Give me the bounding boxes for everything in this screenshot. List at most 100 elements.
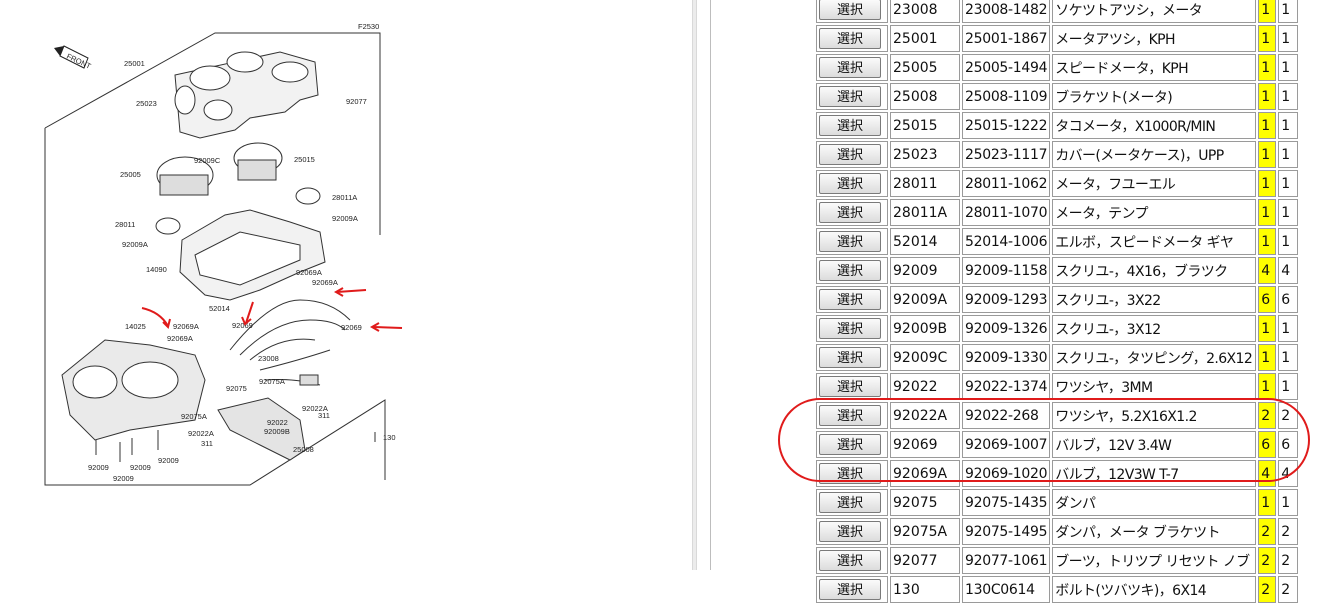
- tachometer-drawing: [233, 142, 283, 181]
- callout-25001: 25001: [124, 59, 145, 68]
- select-button[interactable]: 選択: [819, 57, 881, 78]
- select-button[interactable]: 選択: [819, 347, 881, 368]
- part-name-cell: ダンパ，メータ ブラケツト: [1052, 518, 1257, 545]
- select-button[interactable]: 選択: [819, 144, 881, 165]
- part-number-cell: 92009-1293: [962, 286, 1051, 313]
- quantity-cell: 1: [1258, 228, 1277, 255]
- callout-92069: 92069: [341, 323, 362, 332]
- select-button-cell: 選択: [816, 141, 888, 168]
- select-button[interactable]: 選択: [819, 550, 881, 571]
- quantity-cell: 1: [1258, 112, 1277, 139]
- ref-number-cell: 92069A: [890, 460, 960, 487]
- select-button[interactable]: 選択: [819, 260, 881, 281]
- callout-92075a: 92075A: [259, 377, 285, 386]
- ref-number-cell: 92075: [890, 489, 960, 516]
- quantity-cell: 1: [1258, 199, 1277, 226]
- pane-splitter[interactable]: [692, 0, 697, 570]
- select-button[interactable]: 選択: [819, 405, 881, 426]
- ref-number-cell: 92022A: [890, 402, 960, 429]
- select-button[interactable]: 選択: [819, 28, 881, 49]
- quantity-total-cell: 1: [1278, 112, 1299, 139]
- part-number-cell: 25005-1494: [962, 54, 1051, 81]
- select-button[interactable]: 選択: [819, 86, 881, 107]
- select-button-cell: 選択: [816, 83, 888, 110]
- quantity-cell: 2: [1258, 576, 1277, 603]
- select-button[interactable]: 選択: [819, 463, 881, 484]
- part-name-cell: ワツシヤ，5.2X16X1.2: [1052, 402, 1257, 429]
- select-button[interactable]: 選択: [819, 579, 881, 600]
- select-button[interactable]: 選択: [819, 376, 881, 397]
- select-button-cell: 選択: [816, 0, 888, 23]
- part-name-cell: スピードメータ，KPH: [1052, 54, 1257, 81]
- ref-number-cell: 25008: [890, 83, 960, 110]
- select-button[interactable]: 選択: [819, 0, 881, 20]
- select-button-cell: 選択: [816, 489, 888, 516]
- callout-25015: 25015: [294, 155, 315, 164]
- callout-92069a: 92069A: [173, 322, 199, 331]
- select-button[interactable]: 選択: [819, 521, 881, 542]
- quantity-cell: 4: [1258, 460, 1277, 487]
- part-name-cell: ソケツトアツシ，メータ: [1052, 0, 1257, 23]
- select-button[interactable]: 選択: [819, 173, 881, 194]
- quantity-total-cell: 1: [1278, 170, 1299, 197]
- select-button-cell: 選択: [816, 431, 888, 458]
- part-name-cell: タコメータ，X1000R/MIN: [1052, 112, 1257, 139]
- callout-92009b: 92009B: [264, 427, 290, 436]
- part-number-cell: 28011-1062: [962, 170, 1051, 197]
- meter-cover-drawing: [174, 51, 319, 139]
- quantity-total-cell: 2: [1278, 576, 1299, 603]
- ref-number-cell: 28011: [890, 170, 960, 197]
- quantity-cell: 1: [1258, 83, 1277, 110]
- select-button[interactable]: 選択: [819, 492, 881, 513]
- part-number-cell: 92009-1326: [962, 315, 1051, 342]
- select-button[interactable]: 選択: [819, 434, 881, 455]
- quantity-cell: 1: [1258, 489, 1277, 516]
- part-name-cell: メータアツシ，KPH: [1052, 25, 1257, 52]
- part-number-cell: 25001-1867: [962, 25, 1051, 52]
- part-number-cell: 23008-1482: [962, 0, 1051, 23]
- quantity-cell: 1: [1258, 141, 1277, 168]
- select-button-cell: 選択: [816, 460, 888, 487]
- part-name-cell: ボルト(ツバツキ)，6X14: [1052, 576, 1257, 603]
- quantity-total-cell: 2: [1278, 518, 1299, 545]
- bracket-drawing: [217, 397, 306, 461]
- quantity-total-cell: 1: [1278, 83, 1299, 110]
- part-number-cell: 92075-1435: [962, 489, 1051, 516]
- select-button[interactable]: 選択: [819, 318, 881, 339]
- quantity-total-cell: 6: [1278, 431, 1299, 458]
- callout-92009a: 92009A: [332, 214, 358, 223]
- callout-28011: 28011: [115, 220, 135, 229]
- part-name-cell: バルブ，12V 3.4W: [1052, 431, 1257, 458]
- figure-code: F2530: [358, 22, 379, 31]
- part-name-cell: スクリユ-，3X22: [1052, 286, 1257, 313]
- red-arrow-head-icon: [369, 322, 380, 332]
- ref-number-cell: 92075A: [890, 518, 960, 545]
- ref-number-cell: 92009C: [890, 344, 960, 371]
- select-button-cell: 選択: [816, 373, 888, 400]
- callout-92075a: 92075A: [181, 412, 207, 421]
- select-button[interactable]: 選択: [819, 202, 881, 223]
- part-number-cell: 92009-1158: [962, 257, 1051, 284]
- quantity-total-cell: 4: [1278, 257, 1299, 284]
- part-number-cell: 92022-1374: [962, 373, 1051, 400]
- callout-92069a: 92069A: [167, 334, 193, 343]
- quantity-cell: 1: [1258, 373, 1277, 400]
- red-arrow-icon: [372, 326, 403, 329]
- exploded-view-drawing: F2530 FRONT: [44, 22, 403, 486]
- quantity-cell: 1: [1258, 0, 1277, 23]
- parts-diagram: F2530 FRONT: [0, 0, 690, 570]
- ref-number-cell: 25023: [890, 141, 960, 168]
- callout-92075: 92075: [226, 384, 247, 393]
- select-button[interactable]: 選択: [819, 231, 881, 252]
- part-number-cell: 52014-1006: [962, 228, 1051, 255]
- select-button[interactable]: 選択: [819, 115, 881, 136]
- select-button-cell: 選択: [816, 54, 888, 81]
- quantity-cell: 6: [1258, 286, 1277, 313]
- select-button[interactable]: 選択: [819, 289, 881, 310]
- select-button-cell: 選択: [816, 402, 888, 429]
- red-arrow-icon: [336, 289, 367, 293]
